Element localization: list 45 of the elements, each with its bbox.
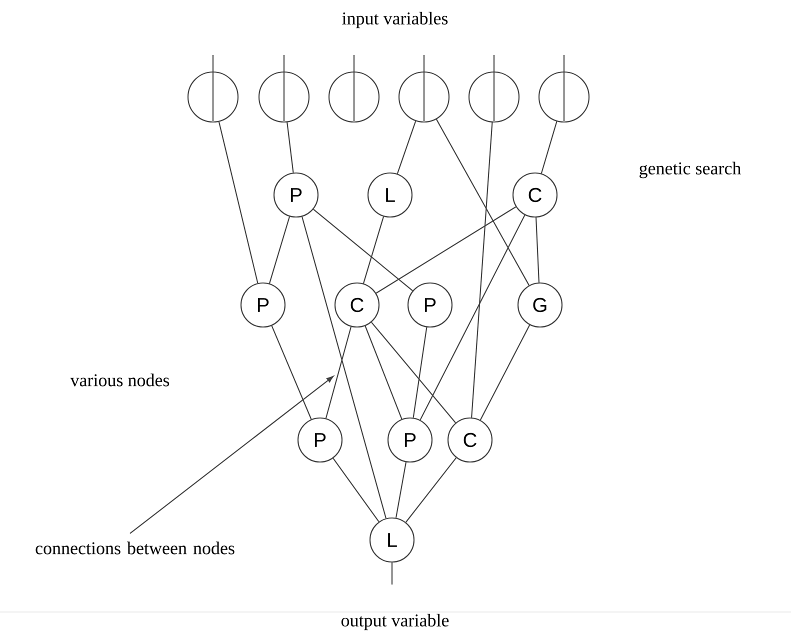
connection-line [364, 326, 402, 420]
connection-line [396, 120, 416, 174]
function-node: P [240, 282, 286, 328]
function-node: L [367, 172, 413, 218]
input-node [468, 55, 520, 123]
leader-line [130, 376, 334, 534]
connection-line [436, 119, 530, 286]
input-node [328, 55, 380, 123]
label: input variables [342, 12, 448, 28]
connection-line [325, 326, 352, 418]
connection-line [271, 326, 312, 420]
connection-line [405, 457, 457, 523]
input-node [398, 55, 450, 123]
connection-line [218, 122, 258, 284]
function-node: P [273, 172, 319, 218]
label: output variable [341, 614, 449, 630]
callout-text: connections between nodes [36, 542, 234, 554]
function-node: P [407, 282, 453, 328]
connection-line [535, 218, 540, 282]
connection-line [480, 324, 530, 420]
function-node: P [297, 417, 343, 463]
connection-line [332, 458, 380, 522]
connection-line [471, 122, 493, 418]
connection-line [395, 462, 407, 518]
function-node: C [512, 172, 558, 218]
connection-line [286, 122, 294, 173]
connection-line [302, 216, 386, 518]
connection-line [412, 327, 428, 418]
connection-line [420, 214, 526, 420]
connection-line [268, 216, 290, 284]
label: various nodes [70, 374, 170, 386]
input-node [258, 55, 310, 123]
function-node: L [369, 517, 415, 563]
connection-line [540, 121, 558, 174]
label: genetic search [640, 162, 742, 178]
function-node: P [387, 417, 433, 463]
function-node: C [447, 417, 493, 463]
input-node [187, 55, 239, 123]
connection-line [376, 206, 516, 294]
connection-line [362, 216, 384, 284]
function-node: C [334, 282, 380, 328]
input-node [538, 55, 590, 123]
function-node: G [517, 282, 563, 328]
connection-line [313, 208, 413, 292]
connection-line [371, 322, 456, 424]
